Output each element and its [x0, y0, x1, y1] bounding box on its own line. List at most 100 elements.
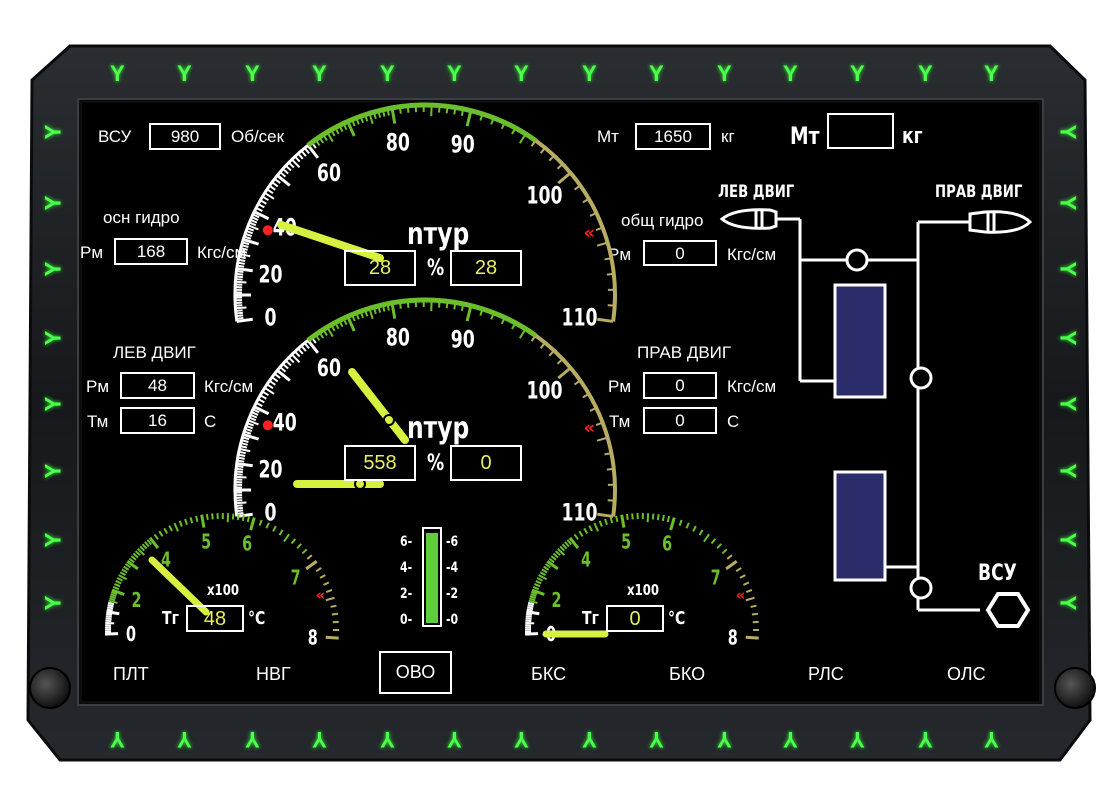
softkey-bottom-1[interactable]: Y [110, 727, 125, 752]
menu-bks[interactable]: БКС [531, 664, 567, 684]
gauge-top-arc-green [306, 102, 538, 148]
temp-left-tick-35 [137, 548, 146, 556]
softkey-left-2[interactable]: Y [40, 195, 66, 211]
softkey-bottom-7[interactable]: Y [514, 727, 529, 752]
softkey-top-10[interactable]: Y [717, 61, 732, 86]
softkey-top-7[interactable]: Y [514, 61, 529, 86]
gauge-top-tick-90 [465, 110, 473, 127]
gauge-mid-tick-50 [276, 369, 291, 382]
temp-left-tick-7 [105, 617, 112, 620]
gauge-mid-label-110: 110 [561, 499, 597, 527]
softkey-bottom-8[interactable]: Y [582, 727, 597, 752]
menu-ols[interactable]: ОЛС [947, 664, 986, 684]
softkey-top-8[interactable]: Y [582, 61, 597, 86]
softkey-top-9[interactable]: Y [649, 61, 664, 86]
softkey-bottom-3[interactable]: Y [245, 727, 260, 752]
softkey-top-2[interactable]: Y [177, 61, 192, 86]
gauge-mid-label-40: 40 [273, 409, 297, 437]
softkey-right-6[interactable]: Y [1055, 463, 1081, 479]
temp-left-tick-36 [139, 545, 146, 552]
softkey-top-14[interactable]: Y [984, 61, 999, 86]
temp-left-tick-37 [141, 543, 148, 550]
softkey-bottom-14[interactable]: Y [984, 727, 999, 752]
temp-right-tick-47 [604, 518, 608, 525]
temp-left-label-6: 6 [242, 533, 252, 556]
temp-right-label-4: 4 [581, 549, 591, 572]
bar-right-tick-6: -6 [446, 534, 459, 550]
softkey-bottom-5[interactable]: Y [380, 727, 395, 752]
temp-right-tick-41 [573, 533, 579, 540]
temp-left-tick-38 [144, 541, 150, 548]
softkey-top-12[interactable]: Y [850, 61, 865, 86]
softkey-bottom-2[interactable]: Y [177, 727, 192, 752]
temp-left-tick-39 [146, 539, 153, 546]
gauge-mid-tick-20 [236, 462, 253, 468]
menu-ovo-selected[interactable]: ОВО [379, 651, 452, 694]
softkey-left-6[interactable]: Y [40, 463, 66, 479]
softkey-top-11[interactable]: Y [783, 61, 798, 86]
temp-right-tick-62 [685, 522, 690, 529]
softkey-right-4[interactable]: Y [1055, 330, 1081, 346]
temp-left-tick-25 [118, 574, 128, 581]
temp-right-tick-38 [564, 541, 570, 548]
temp-right-tick-60 [669, 517, 676, 531]
temp-right-tick-23 [535, 580, 542, 585]
temp-left-tick-62 [265, 522, 270, 529]
gauge-mid-tick-35 [247, 419, 259, 426]
temp-right-tick-58 [661, 514, 665, 522]
bar-left-tick-4: 4- [400, 560, 413, 576]
temp-right-tick-14 [527, 601, 535, 606]
softkey-top-4[interactable]: Y [312, 61, 327, 86]
menu-rls[interactable]: РЛС [808, 664, 844, 684]
temp-left-tick-30 [126, 560, 139, 571]
softkey-bottom-10[interactable]: Y [717, 727, 732, 752]
softkey-right-3[interactable]: Y [1055, 261, 1081, 277]
menu-bko[interactable]: БКО [669, 664, 706, 684]
apu-rpm-unit: Об/сек [231, 127, 285, 146]
softkey-top-5[interactable]: Y [380, 61, 395, 86]
softkey-bottom-12[interactable]: Y [850, 727, 865, 752]
temp-left-tick-23 [115, 580, 122, 585]
temp-left-tick-69 [306, 554, 313, 560]
softkey-bottom-11[interactable]: Y [783, 727, 798, 752]
softkey-left-4[interactable]: Y [40, 330, 66, 346]
temp-right-label-2: 2 [551, 590, 561, 613]
softkey-right-8[interactable]: Y [1055, 595, 1081, 611]
softkey-right-5[interactable]: Y [1055, 396, 1081, 412]
softkey-top-6[interactable]: Y [447, 61, 462, 86]
softkey-left-5[interactable]: Y [40, 396, 66, 412]
softkey-left-1[interactable]: Y [40, 124, 66, 140]
left-engine-tm-unit: С [204, 412, 217, 431]
fuel-unit-2: кг [902, 124, 923, 149]
gauge-mid-tick-5 [235, 501, 247, 505]
softkey-right-7[interactable]: Y [1055, 532, 1081, 548]
temp-left-tick-52 [211, 513, 214, 520]
temp-right-tick-64 [698, 529, 704, 536]
softkey-top-13[interactable]: Y [918, 61, 933, 86]
softkey-bottom-4[interactable]: Y [312, 727, 327, 752]
softkey-top-1[interactable]: Y [110, 61, 125, 86]
temp-right-tick-24 [536, 577, 544, 582]
temp-left-label-8: 8 [308, 627, 318, 650]
softkey-top-3[interactable]: Y [245, 61, 260, 86]
temp-left-tick-19 [110, 591, 118, 595]
gauge-mid-tick-15 [235, 475, 247, 479]
temp-left-tick-12 [107, 606, 114, 610]
softkey-right-1[interactable]: Y [1055, 124, 1081, 140]
temp-right-tick-56 [651, 513, 655, 520]
temp-right-tick-42 [578, 530, 584, 537]
temp-right-tick-19 [530, 591, 538, 595]
gauge-top-tick-0 [236, 317, 253, 323]
softkey-left-3[interactable]: Y [40, 261, 66, 277]
menu-nvg[interactable]: НВГ [256, 664, 291, 684]
softkey-bottom-6[interactable]: Y [447, 727, 462, 752]
softkey-bottom-13[interactable]: Y [918, 727, 933, 752]
temp-left-tick-5 [105, 621, 115, 625]
softkey-bottom-9[interactable]: Y [649, 727, 664, 752]
temp-right-tick-43 [583, 527, 589, 534]
menu-plt[interactable]: ПЛТ [113, 664, 149, 684]
softkey-right-2[interactable]: Y [1055, 195, 1081, 211]
softkey-left-7[interactable]: Y [40, 532, 66, 548]
softkey-left-8[interactable]: Y [40, 595, 66, 611]
temp-left-label: Тг [162, 608, 179, 629]
